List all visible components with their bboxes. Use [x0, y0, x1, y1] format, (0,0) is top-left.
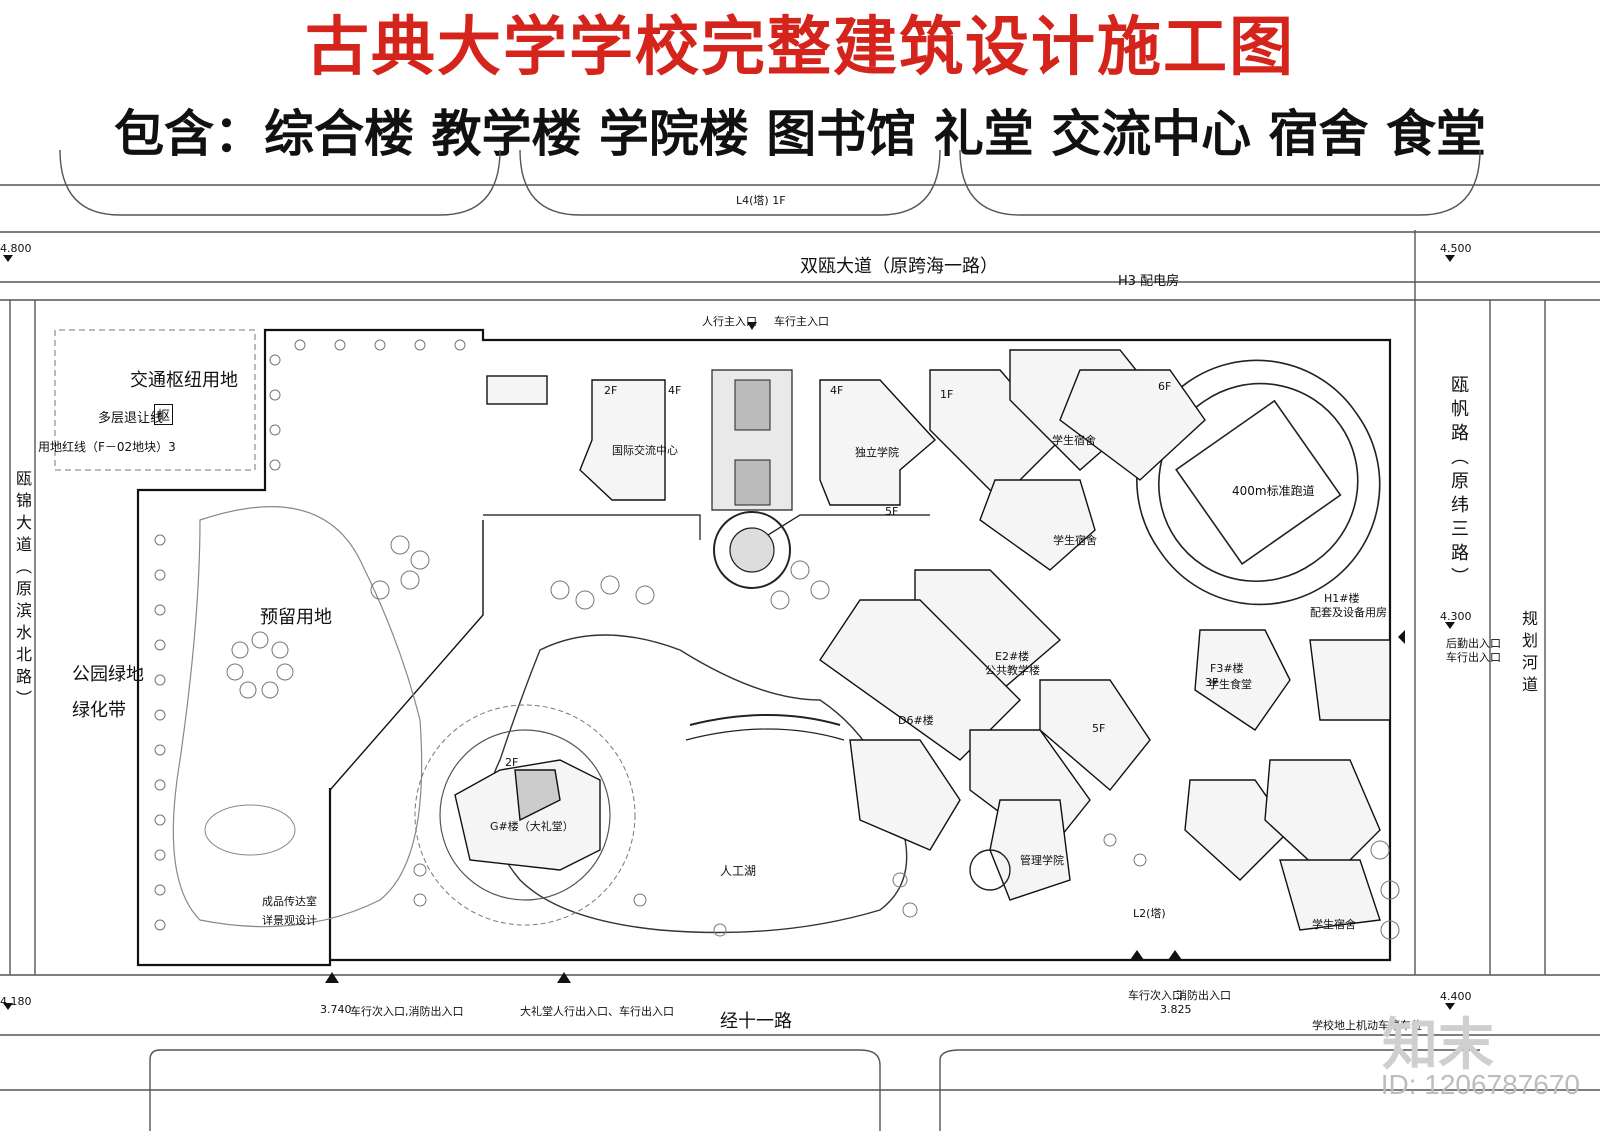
- lake-label: 人工湖: [720, 864, 757, 878]
- elevation-7: 4.180: [0, 995, 32, 1008]
- planned-river-label: 规划河道: [1519, 610, 1538, 698]
- elevation-6: 3.825: [1160, 1003, 1192, 1016]
- park-green-label: 公园绿地: [72, 664, 144, 685]
- setback-label: 多层退让线: [98, 411, 164, 426]
- gate-room-label: 成品传达室: [262, 895, 317, 908]
- floor-5f-a: 5F: [885, 505, 899, 518]
- building-hall-label: G#楼（大礼堂）: [490, 820, 574, 833]
- dorm-b-label: 学生宿舍: [1053, 534, 1097, 547]
- page-title: 古典大学学校完整建筑设计施工图: [305, 11, 1295, 85]
- building-management-label: 管理学院: [1020, 854, 1064, 867]
- road-east-label: 瓯帆路（原纬三路）: [1448, 375, 1469, 591]
- parking-label: 学校地上机动车停车位: [1312, 1019, 1422, 1032]
- south-gate-4-label: 消防出入口: [1176, 989, 1231, 1002]
- south-gate-1-label: 车行次入口,消防出入口: [350, 1005, 464, 1018]
- floor-2f-a: 2F: [604, 384, 618, 397]
- floor-1f-a: 1F: [940, 388, 954, 401]
- road-south-label: 经十一路: [720, 1011, 792, 1032]
- south-gate-2-label: 大礼堂人行出入口、车行出入口: [520, 1005, 674, 1018]
- building-e2-label: E2#楼: [995, 650, 1030, 663]
- elevation-2: 4.500: [1440, 242, 1472, 255]
- building-h1-sub: 配套及设备用房: [1310, 606, 1387, 619]
- gate-room-note: 详景观设计: [262, 914, 317, 927]
- building-f3-sub: 学生食堂: [1208, 678, 1252, 691]
- south-gate-3-label: 车行次入口: [1128, 989, 1183, 1002]
- building-college-label: 独立学院: [855, 446, 899, 459]
- hub-badge: 枢: [154, 404, 174, 425]
- elevation-5: 3.740: [320, 1003, 352, 1016]
- east-gate-label: 后勤出入口: [1446, 637, 1501, 650]
- elevation-4: 4.400: [1440, 990, 1472, 1003]
- floor-3f-a: 3F: [1205, 676, 1219, 689]
- car-entrance-label: 车行主入口: [774, 315, 829, 328]
- road-north-label: 双瓯大道（原跨海一路）: [800, 256, 998, 277]
- floor-4f-b: 4F: [830, 384, 844, 397]
- brand-watermark: 知末: [1382, 1013, 1494, 1078]
- building-f3-label: F3#楼: [1210, 662, 1244, 675]
- green-belt-label: 绿化带: [72, 700, 126, 721]
- transport-hub-label: 交通枢纽用地: [130, 370, 238, 391]
- reserved-land-label: 预留用地: [260, 607, 332, 628]
- land-line-label: 用地红线（F－02地块）3: [38, 440, 176, 454]
- dorm-c-label: 学生宿舍: [1312, 918, 1356, 931]
- ped-entrance-label: 人行主入口: [702, 315, 757, 328]
- building-interchange-label: 国际交流中心: [612, 444, 678, 457]
- elevation-1: 4.800: [0, 242, 32, 255]
- building-h1-label: H1#楼: [1324, 592, 1360, 605]
- image-id-watermark: ID: 1206787670: [1380, 1069, 1580, 1100]
- floor-2f-b: 2F: [505, 756, 519, 769]
- floor-6f-a: 6F: [1158, 380, 1172, 393]
- elevation-3: 4.300: [1440, 610, 1472, 623]
- h3-label: H3 配电房: [1118, 274, 1180, 289]
- dorm-a-label: 学生宿舍: [1052, 434, 1096, 447]
- building-e2-sub: 公共教学楼: [985, 664, 1040, 677]
- l4-label: L4(塔) 1F: [736, 194, 786, 207]
- road-west-label: 瓯锦大道（原滨水北路）: [13, 470, 32, 712]
- floor-5f-b: 5F: [1092, 722, 1106, 735]
- l2-label: L2(塔): [1133, 907, 1166, 920]
- east-gate-2-label: 车行出入口: [1446, 651, 1501, 664]
- track-label: 400m标准跑道: [1232, 484, 1315, 498]
- page-subtitle: 包含：综合楼 教学楼 学院楼 图书馆 礼堂 交流中心 宿舍 食堂: [114, 105, 1486, 163]
- building-d6-label: D6#楼: [898, 714, 934, 727]
- floor-4f-a: 4F: [668, 384, 682, 397]
